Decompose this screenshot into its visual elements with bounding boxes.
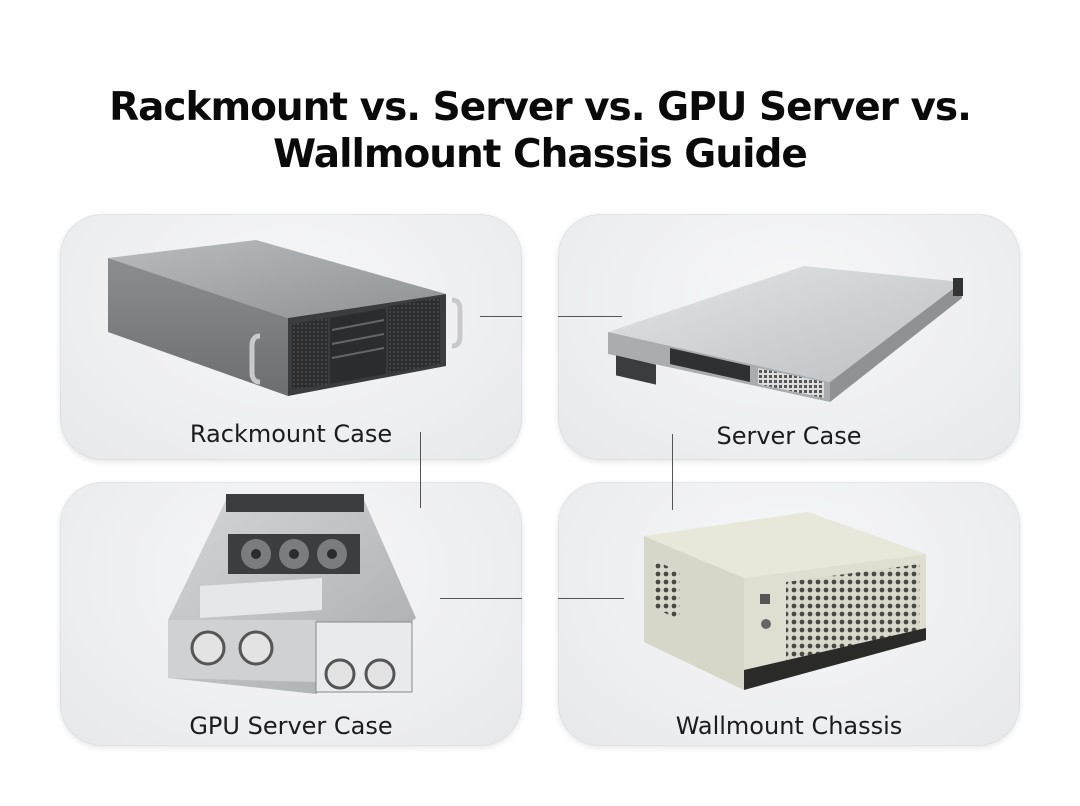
gpu-server-case-label: GPU Server Case bbox=[189, 712, 393, 740]
page-title: Rackmount vs. Server vs. GPU Server vs. … bbox=[0, 84, 1080, 178]
wallmount-chassis-card[interactable]: Wallmount Chassis bbox=[558, 482, 1020, 746]
wallmount-chassis-label: Wallmount Chassis bbox=[675, 712, 903, 740]
server-case-card[interactable]: Server Case bbox=[558, 214, 1020, 460]
server-case-image bbox=[608, 266, 963, 402]
rackmount-case-image bbox=[108, 240, 463, 396]
connector-line bbox=[440, 598, 522, 599]
rackmount-case-label: Rackmount Case bbox=[189, 420, 393, 448]
connector-line bbox=[672, 434, 673, 510]
gpu-server-case-image bbox=[168, 494, 416, 694]
wallmount-chassis-image bbox=[644, 512, 926, 690]
rackmount-case-card[interactable]: Rackmount Case bbox=[60, 214, 522, 460]
title-line-1: Rackmount vs. Server vs. GPU Server vs. bbox=[109, 85, 972, 130]
connector-line bbox=[480, 316, 522, 317]
connector-line bbox=[558, 598, 624, 599]
connector-line bbox=[558, 316, 622, 317]
connector-line bbox=[420, 432, 421, 508]
server-case-label: Server Case bbox=[716, 422, 862, 450]
gpu-server-case-card[interactable]: GPU Server Case bbox=[60, 482, 522, 746]
title-line-2: Wallmount Chassis Guide bbox=[273, 132, 808, 177]
